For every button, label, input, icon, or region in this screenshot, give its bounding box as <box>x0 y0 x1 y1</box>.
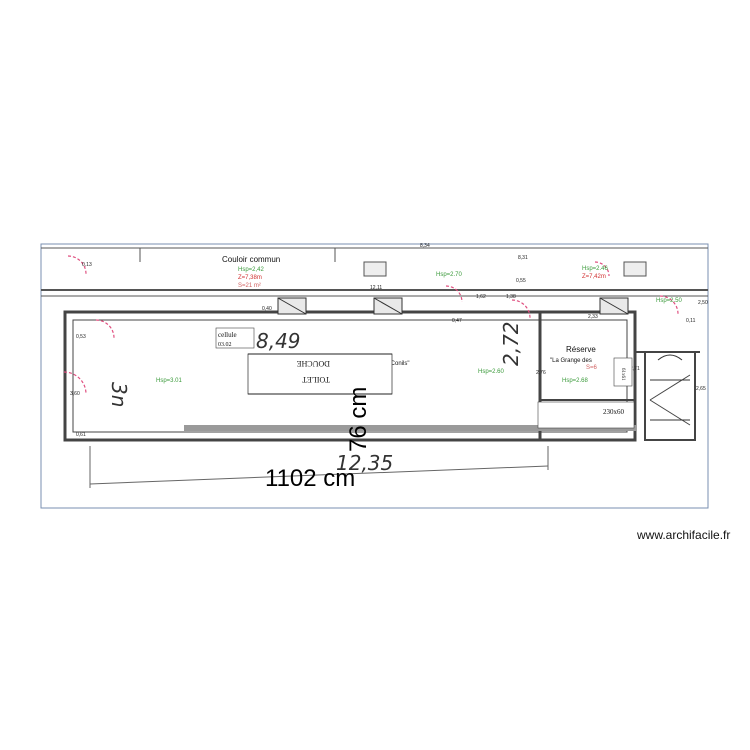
dim-label: 0,61 <box>76 432 86 438</box>
reserve-title: Réserve <box>566 345 596 354</box>
dim-label: 3,60 <box>70 391 80 397</box>
cellule-label: cellule <box>218 331 237 339</box>
door-arcs <box>63 255 679 395</box>
hsp-right-top: Hsp=2.46 <box>582 266 609 272</box>
hsp-270: Hsp=2.70 <box>436 272 463 278</box>
hsp-260: Hsp=2.60 <box>478 369 505 375</box>
main-room-walls <box>63 310 700 442</box>
reserve-area: S=6 <box>586 365 598 371</box>
corridor-walls <box>41 247 708 297</box>
dim-label: 8,34 <box>420 243 430 249</box>
dim-label: 2,33 <box>588 314 598 320</box>
dim-label: 1,38 <box>506 294 516 300</box>
staircase <box>650 354 690 421</box>
dim-label: 2,65 <box>696 386 706 392</box>
reserve-box-label: 230x60 <box>603 408 625 416</box>
hsp-250: Hsp=2.50 <box>656 298 683 304</box>
dimension-line <box>89 446 549 488</box>
watermark: www.archifacile.fr <box>637 528 731 542</box>
dim-label: 0,40 <box>262 306 272 312</box>
small-dimension-labels: 0,13 8,34 8,31 0,40 12,11 1,62 0,47 1,38… <box>70 243 708 438</box>
dim-label: 2,76 <box>536 370 546 376</box>
dim-label: 0,53 <box>76 334 86 340</box>
cellule-box[interactable]: cellule 03.02 <box>215 327 255 349</box>
reserve-box[interactable]: 230x60 <box>537 401 635 429</box>
dim-label: 12,11 <box>370 285 382 291</box>
small-box-label: 61x61 <box>620 368 625 381</box>
sanitary-line-2: TOILET <box>302 375 330 384</box>
duct-boxes <box>277 297 629 315</box>
hsp-main: Hsp=3.01 <box>156 378 183 384</box>
drawn-wall-bar <box>184 425 636 431</box>
dim-label: 0,47 <box>452 318 462 324</box>
cellule-sub: 03.02 <box>218 342 232 348</box>
dim-label: 2,50 <box>698 300 708 306</box>
small-box[interactable]: 61x61 <box>613 357 633 387</box>
dim-label: 2,71 <box>630 366 640 372</box>
dim-label: 0,55 <box>516 278 526 284</box>
corridor-hsp: Hsp=2,42 <box>238 267 265 273</box>
corridor-z: Z=7,38m <box>238 275 262 281</box>
corridor-area: S=21 m² <box>238 283 261 289</box>
dim-label: 1,62 <box>476 294 486 300</box>
height-dimension: 76 cm <box>345 387 372 452</box>
dim-label: 0,11 <box>686 318 696 324</box>
corridor-title: Couloir commun <box>222 255 280 264</box>
dim-label: 0,13 <box>82 262 92 268</box>
hsp-268: Hsp=2.68 <box>562 378 589 384</box>
hand-note-3n: 3n <box>107 382 131 407</box>
z-right-top: Z=7,42m <box>582 274 606 280</box>
width-dimension: 1102 cm <box>265 465 355 492</box>
sanitary-box[interactable]: DOUCHE TOILET <box>247 353 393 395</box>
dim-label: 8,31 <box>518 255 528 261</box>
reserve-name: "La Grange des <box>550 358 592 364</box>
hand-note-849: 8,49 <box>256 329 301 353</box>
sanitary-line-1: DOUCHE <box>297 359 330 368</box>
hand-note-1235: 12,35 <box>336 451 393 475</box>
hand-note-272: 2,72 <box>499 321 523 366</box>
